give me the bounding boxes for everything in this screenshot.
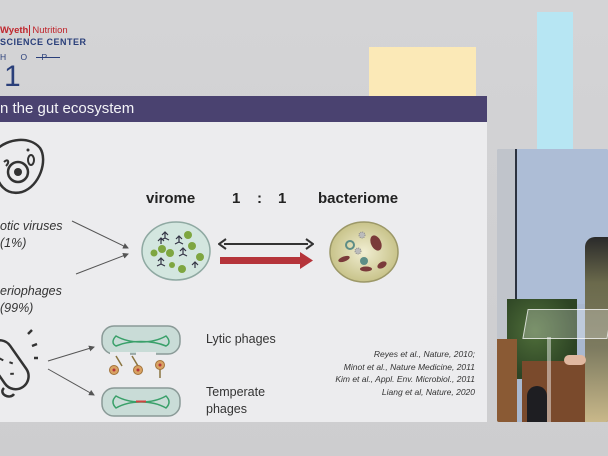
references: Reyes et al., Nature, 2010; Minot et al.… (335, 348, 475, 398)
temperate-phage-cell-icon (101, 387, 181, 417)
temperate-phages-label-1: Temperate (206, 385, 266, 399)
video-speaker-hand (564, 355, 586, 365)
slide-header-bar: n the gut ecosystem (0, 96, 487, 122)
decor-yellow-block (369, 47, 476, 97)
slide-title: n the gut ecosystem (0, 100, 135, 117)
bacteriome-circle-icon (329, 221, 399, 283)
eukaryotic-cell-icon (0, 138, 45, 195)
interaction-arrows (218, 238, 314, 269)
ratio-left: 1 (232, 190, 241, 207)
video-window-edge (515, 149, 517, 304)
label-eukaryotic-percent: (1%) (0, 236, 27, 250)
label-eukaryotic-viruses: otic viruses (0, 219, 63, 233)
temperate-phages-label-2: phages (206, 402, 248, 416)
virome-label: virome (146, 190, 196, 207)
presentation-slide: n the gut ecosystem otic viruses (1%) er… (0, 96, 487, 422)
logo-divider (36, 57, 60, 58)
video-microphone (527, 386, 547, 422)
bacterium-icon (0, 329, 38, 398)
label-bacteriophages: eriophages (0, 284, 62, 298)
video-speaker (585, 237, 608, 422)
diverging-arrows (47, 345, 95, 396)
converging-arrows (71, 220, 129, 275)
speaker-video-feed (497, 149, 608, 422)
video-wood-panel (497, 339, 517, 422)
virome-circle-icon (141, 221, 211, 281)
reference-1: Reyes et al., Nature, 2010; (373, 349, 475, 359)
logo-subtitle: SCIENCE CENTER (0, 37, 87, 47)
reference-2: Minot et al., Nature Medicine, 2011 (343, 361, 475, 372)
ratio-right: 1 (278, 190, 287, 207)
ratio-separator: : (257, 190, 262, 207)
bacteriome-label: bacteriome (318, 190, 399, 207)
decor-cyan-bar (537, 12, 573, 150)
lytic-phages-label: Lytic phages (206, 332, 276, 346)
video-glass-stand (547, 337, 551, 422)
label-bacteriophages-percent: (99%) (0, 301, 34, 315)
day-number: 1 (4, 60, 21, 93)
video-glass-lectern (522, 309, 608, 339)
reference-3: Kim et al., Appl. Env. Microbiol., 2011 (335, 374, 475, 384)
workshop-label: H O P (0, 52, 54, 62)
reference-4: Liang et al, Nature, 2020 (381, 386, 475, 397)
lytic-phage-cell-icon (101, 325, 181, 378)
